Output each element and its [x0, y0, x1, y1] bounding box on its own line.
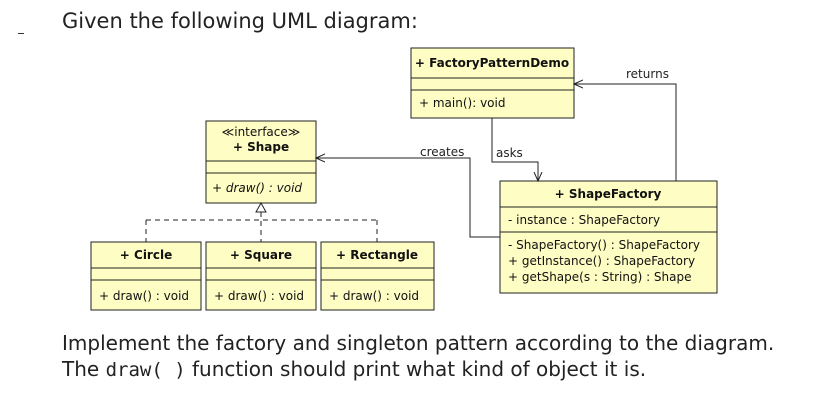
demo-main-method: + main(): void	[419, 96, 505, 110]
class-factory-pattern-demo: + FactoryPatternDemo + main(): void	[410, 47, 575, 119]
class-shape-interface: ≪interface≫ + Shape + draw() : void	[205, 120, 317, 204]
square-draw-method: + draw() : void	[214, 289, 304, 303]
class-square: + Square + draw() : void	[205, 241, 317, 311]
task-instructions: Implement the factory and singleton patt…	[62, 330, 802, 383]
edge-returns	[574, 84, 677, 181]
factory-instance-attribute: - instance : ShapeFactory	[508, 213, 660, 227]
class-circle: + Circle + draw() : void	[90, 241, 202, 311]
class-shape-factory: + ShapeFactory - instance : ShapeFactory…	[499, 180, 718, 294]
realization-triangle	[255, 201, 267, 213]
instruction-text-start: Implement the factory and singleton patt…	[62, 331, 775, 381]
rectangle-class-name: + Rectangle	[336, 248, 418, 262]
instruction-text-end: function should print what kind of objec…	[185, 357, 647, 381]
circle-draw-method: + draw() : void	[99, 289, 189, 303]
square-class-name: + Square	[230, 248, 292, 262]
edge-asks	[491, 118, 538, 181]
factory-constructor-method: - ShapeFactory() : ShapeFactory	[508, 238, 700, 252]
shape-class-name: + Shape	[233, 140, 289, 154]
edge-label-creates: creates	[420, 145, 464, 159]
margin-mark	[18, 33, 24, 34]
factory-getinstance-method: + getInstance() : ShapeFactory	[508, 254, 695, 268]
rectangle-draw-method: + draw() : void	[329, 289, 419, 303]
shape-draw-method: + draw() : void	[212, 181, 302, 195]
factory-getshape-method: + getShape(s : String) : Shape	[508, 270, 692, 284]
circle-class-name: + Circle	[120, 248, 172, 262]
factory-class-name: + ShapeFactory	[555, 187, 662, 201]
uml-diagram: + FactoryPatternDemo + main(): void ≪int…	[90, 47, 718, 311]
edge-label-asks: asks	[496, 146, 523, 160]
demo-class-name: + FactoryPatternDemo	[415, 56, 569, 70]
question-heading: Given the following UML diagram:	[62, 9, 418, 33]
class-rectangle: + Rectangle + draw() : void	[320, 241, 435, 311]
edge-creates	[316, 158, 500, 238]
edge-label-returns: returns	[626, 67, 669, 81]
shape-stereotype: ≪interface≫	[222, 125, 301, 139]
instruction-code-draw: draw( )	[105, 359, 186, 381]
realization-edges	[145, 212, 378, 242]
